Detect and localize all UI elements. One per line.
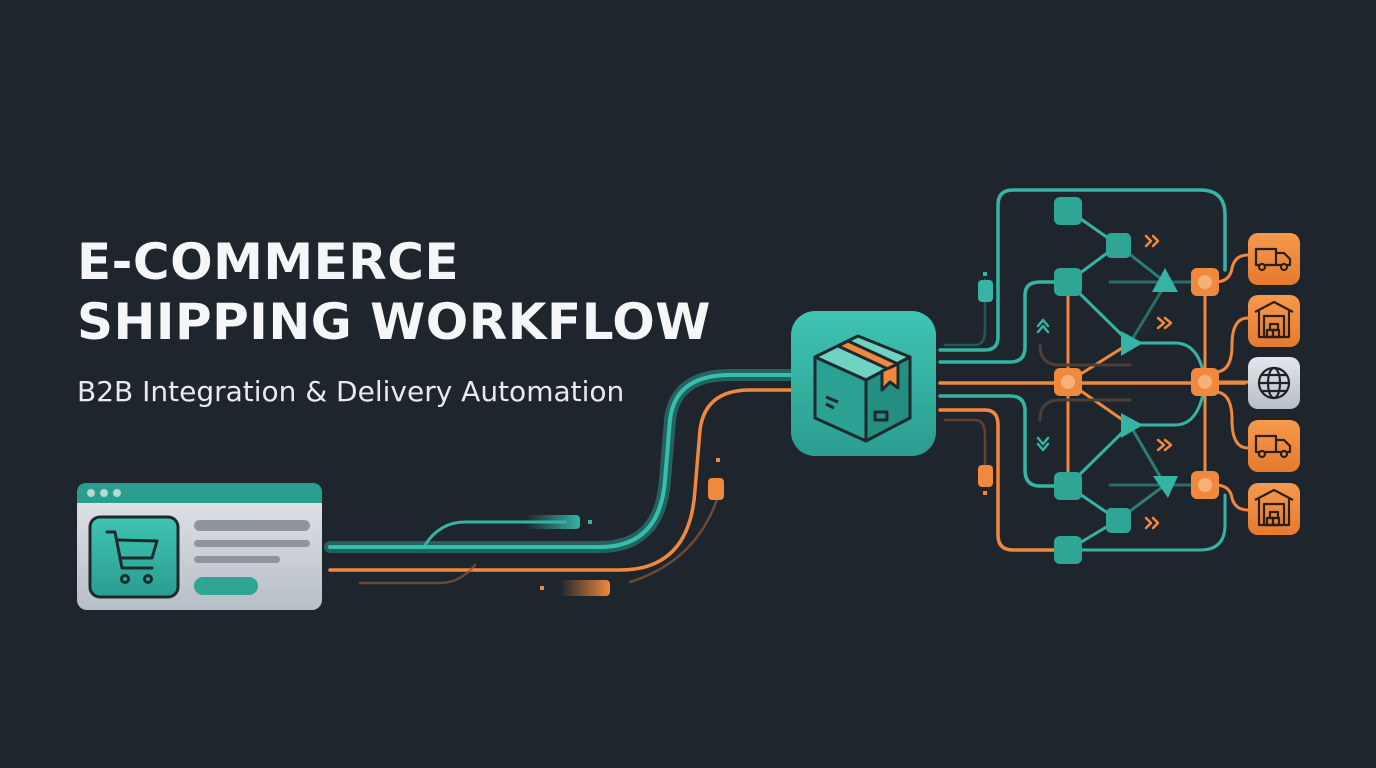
destination-globe [1248, 357, 1300, 409]
network-nodes [1054, 197, 1219, 564]
destination-truck-1 [1248, 233, 1300, 285]
destination-truck-2 [1248, 420, 1300, 472]
warehouse-icon [1254, 300, 1294, 339]
package-box-icon [813, 334, 912, 443]
title-line-1: E-COMMERCE [77, 233, 460, 291]
flow-lines [324, 369, 801, 596]
subtitle: B2B Integration & Delivery Automation [77, 375, 625, 408]
destination-warehouse-2 [1248, 483, 1300, 535]
chevron-icons [1036, 234, 1173, 530]
title-line-2: SHIPPING WORKFLOW [77, 293, 711, 351]
storefront-window [77, 483, 322, 610]
page-title: E-COMMERCE SHIPPING WORKFLOW [77, 232, 711, 352]
delivery-truck-icon [1254, 247, 1292, 272]
warehouse-icon [1254, 488, 1294, 527]
destination-warehouse-1 [1248, 295, 1300, 347]
package-hub [791, 311, 936, 456]
globe-icon [1257, 366, 1291, 400]
destination-tiles [1248, 233, 1300, 535]
delivery-truck-icon [1254, 434, 1292, 459]
shopping-cart-icon [105, 530, 159, 584]
